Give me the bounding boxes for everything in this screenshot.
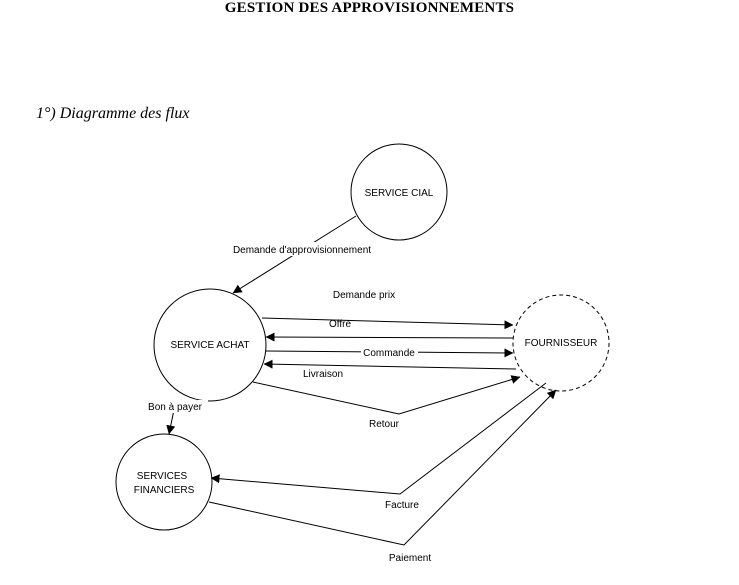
section-title: 1°) Diagramme des flux: [36, 105, 190, 122]
node-services-financiers-label-line1: SERVICES: [137, 471, 188, 482]
node-service-achat-label: SERVICE ACHAT: [170, 340, 249, 351]
flow-retour: Retour: [252, 375, 521, 430]
flow-demande-approvisionnement: Demande d'approvisionnement: [225, 215, 380, 294]
flow-facture-label: Facture: [385, 500, 419, 511]
node-services-financiers-label-line2: FINANCIERS: [134, 485, 195, 496]
flow-facture: Facture: [210, 382, 547, 511]
flow-retour-label: Retour: [369, 419, 400, 430]
flow-demande-prix-label: Demande prix: [333, 290, 395, 301]
node-fournisseur: FOURNISSEUR: [512, 294, 610, 392]
flow-livraison: Livraison: [263, 359, 517, 380]
flow-paiement: Paiement: [208, 389, 557, 564]
node-fournisseur-label: FOURNISSEUR: [525, 338, 598, 349]
document-title: GESTION DES APPROVISIONNEMENTS: [224, 0, 515, 16]
flow-demande-approvisionnement-label: Demande d'approvisionnement: [233, 245, 371, 256]
flow-commande-label: Commande: [363, 348, 415, 359]
flow-demande-prix: Demande prix: [261, 288, 514, 330]
flow-offre: Offre: [265, 319, 514, 342]
flow-commande: Commande: [265, 346, 514, 359]
node-services-financiers: SERVICES FINANCIERS: [115, 433, 213, 531]
flow-livraison-label: Livraison: [303, 369, 343, 380]
flow-bon-a-payer-label: Bon à payer: [148, 402, 203, 413]
node-service-cial-label: SERVICE CIAL: [365, 188, 434, 199]
flow-bon-a-payer: Bon à payer: [142, 399, 208, 435]
node-service-achat: SERVICE ACHAT: [153, 288, 267, 402]
flow-paiement-label: Paiement: [389, 553, 431, 564]
node-service-cial: SERVICE CIAL: [350, 143, 448, 241]
flow-offre-label: Offre: [329, 319, 351, 330]
